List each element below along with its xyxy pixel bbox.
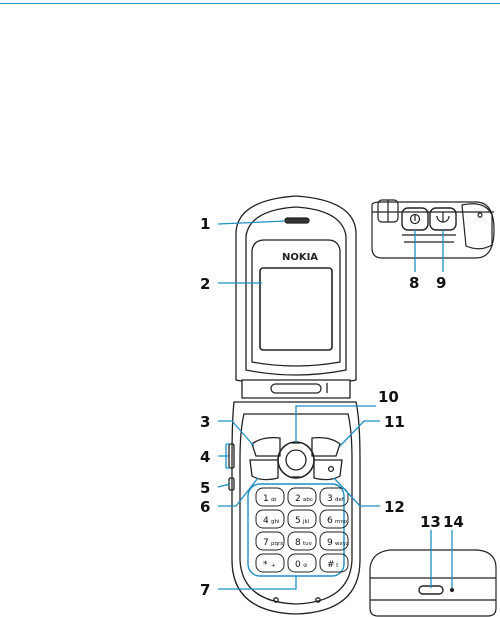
key-sublabel: wxyz [335,541,349,547]
key-sublabel: ⊘ [303,563,308,569]
callout-13: 13 [420,513,441,531]
brand-logo: NOKIA [282,252,318,263]
callout-9: 9 [436,274,446,292]
microphone [451,589,454,592]
callout-1: 1 [200,215,210,233]
callout-7: 7 [200,581,210,599]
callout-10: 10 [378,388,399,406]
key-label: 5 [295,516,301,526]
callout-5: 5 [200,479,210,497]
key-label: # [327,560,335,570]
upper-housing [236,196,356,386]
key-sublabel: tuv [303,541,313,547]
key-label: 1 [263,494,269,504]
callout-11: 11 [384,413,405,431]
callout-6: 6 [200,498,210,516]
connector-inset [372,200,494,258]
callout-2: 2 [200,275,210,293]
callout-14: 14 [443,513,464,531]
key-sublabel: + [271,563,276,569]
key-label: 3 [327,494,333,504]
key-label: * [263,560,268,570]
key-sublabel: mno [335,519,348,525]
key-sublabel: jkl [302,519,310,525]
key-sublabel: abc [303,497,313,503]
key-label: 8 [295,538,301,548]
key-sublabel: ⇧ [335,562,340,569]
key-label: 9 [327,538,333,548]
key-sublabel: def [335,497,345,503]
key-sublabel: ꝏ [271,497,277,503]
callout-8: 8 [409,274,419,292]
key-label: 4 [263,516,269,526]
key-label: 0 [295,560,301,570]
callout-3: 3 [200,413,210,431]
key-label: 7 [263,538,269,548]
hinge [242,380,350,398]
callout-4: 4 [200,448,210,466]
callout-12: 12 [384,498,405,516]
key-sublabel: ghi [271,519,280,525]
key-label: 6 [327,516,333,526]
earpiece [285,218,309,223]
key-label: 2 [295,494,301,504]
key-sublabel: pqrs [271,541,283,547]
base-inset [370,550,496,616]
